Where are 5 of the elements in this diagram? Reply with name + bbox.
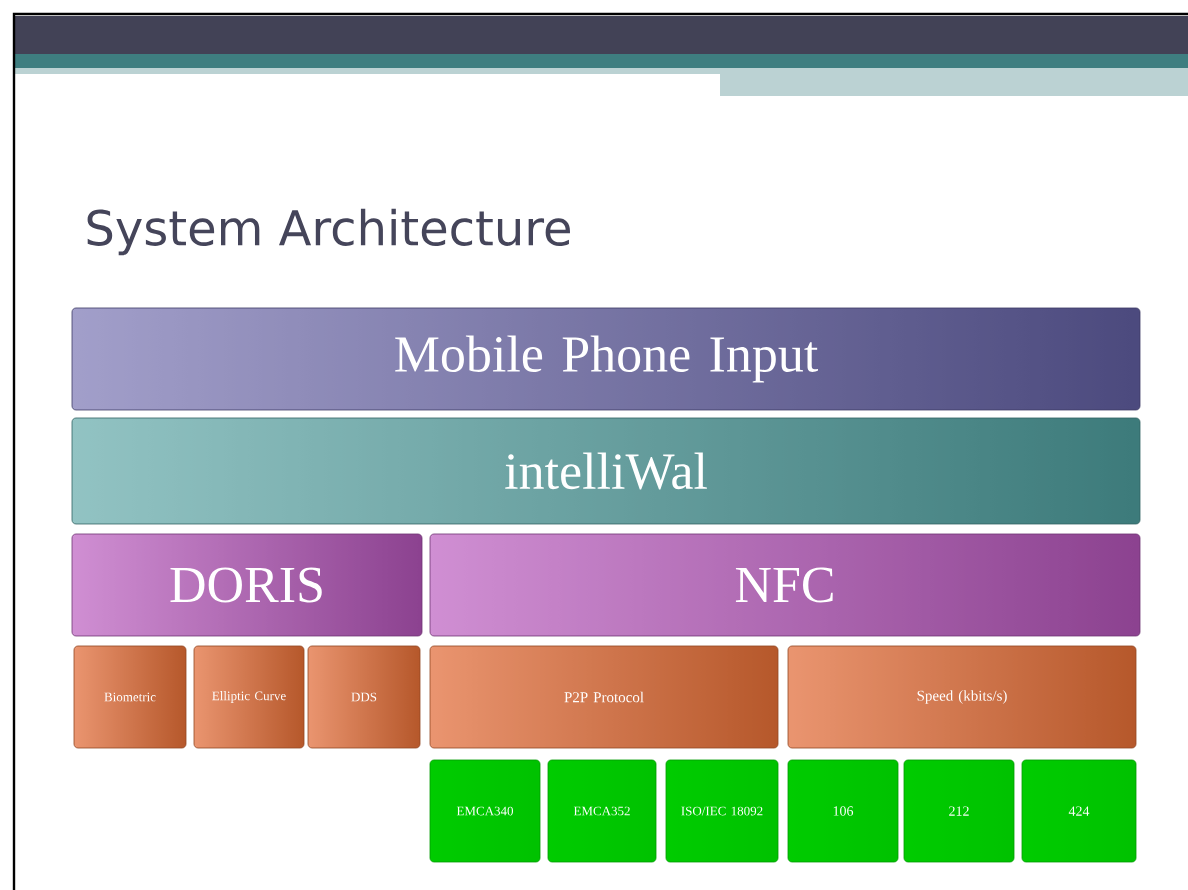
layer-bar: Mobile Phone Input [71, 307, 1141, 411]
slide-title: System Architecture [87, 208, 570, 256]
module-box: DORIS [71, 533, 423, 637]
module-box: NFC [429, 533, 1141, 637]
layer-bar: intelliWal [71, 417, 1141, 525]
